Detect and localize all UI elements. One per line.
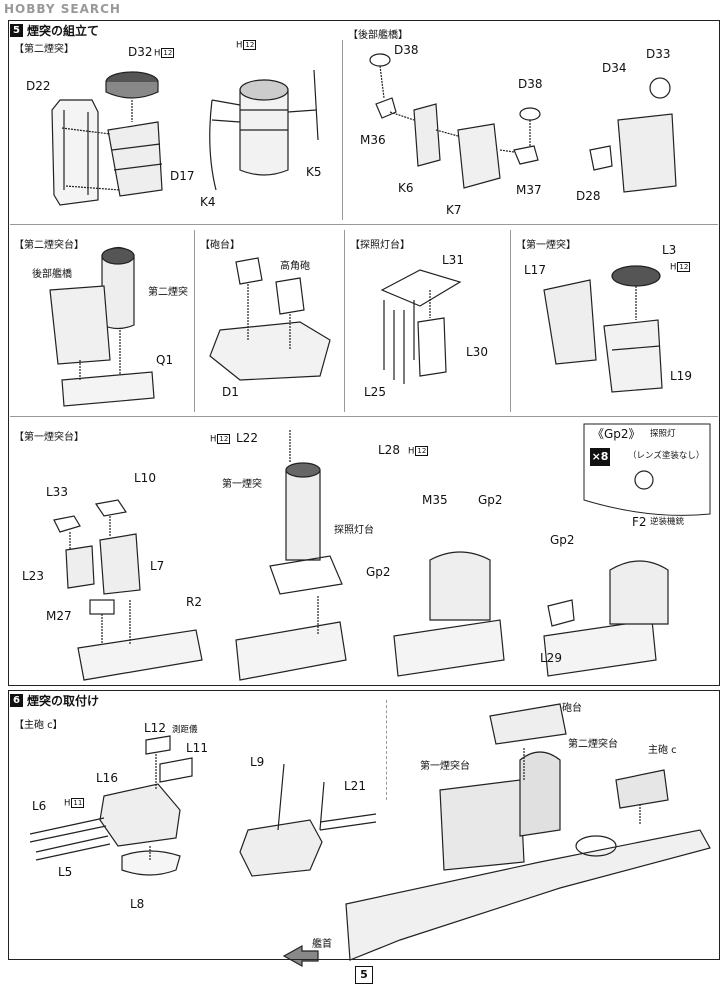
- label-searchlight-platform: 探照灯台: [334, 525, 374, 536]
- label-Gp2: Gp2: [478, 493, 503, 507]
- label-L17: L17: [524, 263, 546, 277]
- section-main-gun-c: 【主砲 c】: [14, 720, 63, 731]
- section-second-funnel-platform: 【第二煙突台】: [14, 240, 84, 251]
- section-searchlight-platform: 【探照灯台】: [350, 240, 410, 251]
- label-D17: D17: [170, 169, 195, 183]
- section-first-funnel: 【第一煙突】: [516, 240, 576, 251]
- label-L21: L21: [344, 779, 366, 793]
- label-L33: L33: [46, 485, 68, 499]
- label-K5: K5: [306, 165, 322, 179]
- label-L8: L8: [130, 897, 145, 911]
- label-main-gun-c: 主砲 c: [648, 745, 677, 756]
- label-L12-note: 測距儀: [172, 725, 198, 735]
- label-D22: D22: [26, 79, 51, 93]
- label-bow: 艦首: [312, 939, 332, 950]
- label-L11: L11: [186, 741, 208, 755]
- divider: [10, 416, 718, 417]
- label-K4: K4: [200, 195, 216, 209]
- callout-title: 《Gp2》: [592, 427, 641, 441]
- callout-note: （レンズ塗装なし）: [628, 451, 705, 461]
- section-gun-platform: 【砲台】: [200, 240, 240, 251]
- label-Gp2: Gp2: [366, 565, 391, 579]
- label-M35: M35: [422, 493, 448, 507]
- label-rear-bridge: 後部艦橋: [32, 269, 72, 280]
- label-D33: D33: [646, 47, 671, 61]
- label-L30: L30: [466, 345, 488, 359]
- step6-title: 煙突の取付け: [27, 694, 100, 708]
- label-D38: D38: [394, 43, 419, 57]
- section-first-funnel-platform: 【第一煙突台】: [14, 432, 84, 443]
- label-M37: M37: [516, 183, 542, 197]
- label-Gp2: Gp2: [550, 533, 575, 547]
- step6-number: 6: [10, 694, 23, 707]
- label-L3: L3: [662, 243, 677, 257]
- watermark: HOBBY SEARCH: [4, 2, 121, 16]
- label-L9: L9: [250, 755, 265, 769]
- label-L19: L19: [670, 369, 692, 383]
- count-badge: ×8: [590, 448, 610, 466]
- label-L7: L7: [150, 559, 165, 573]
- label-F2-note: 逆装機銃: [650, 517, 685, 527]
- label-D34: D34: [602, 61, 627, 75]
- label-L29: L29: [540, 651, 562, 665]
- label-second-funnel: 第二煙突: [148, 287, 188, 298]
- label-first-funnel-platform: 第一煙突台: [420, 761, 470, 772]
- label-first-funnel: 第一煙突: [222, 479, 262, 490]
- step6-frame: [8, 690, 720, 960]
- divider: [342, 40, 343, 220]
- step5-title: 煙突の組立て: [27, 24, 100, 38]
- label-F2: F2: [632, 515, 647, 529]
- label-gun-platform: 砲台: [562, 703, 582, 714]
- label-L16: L16: [96, 771, 118, 785]
- label-L25: L25: [364, 385, 386, 399]
- label-L6: L6: [32, 799, 47, 813]
- label-K7: K7: [446, 203, 462, 217]
- divider: [510, 230, 511, 412]
- label-M36: M36: [360, 133, 386, 147]
- label-L31: L31: [442, 253, 464, 267]
- label-L28: L28: [378, 443, 400, 457]
- page-number: 5: [355, 966, 373, 984]
- label-L5: L5: [58, 865, 73, 879]
- label-Q1: Q1: [156, 353, 174, 367]
- label-second-funnel-platform: 第二煙突台: [568, 739, 618, 750]
- divider: [10, 224, 718, 225]
- label-L23: L23: [22, 569, 44, 583]
- label-M27: M27: [46, 609, 72, 623]
- step5-number: 5: [10, 24, 23, 37]
- label-L10: L10: [134, 471, 156, 485]
- label-D32: D32: [128, 45, 153, 59]
- section-second-funnel: 【第二煙突】: [14, 44, 74, 55]
- label-L12: L12: [144, 721, 166, 735]
- callout-subtitle: 探照灯: [650, 429, 676, 439]
- label-high-angle-gun: 高角砲: [280, 261, 310, 272]
- label-D1: D1: [222, 385, 239, 399]
- step5-header: 5 煙突の組立て: [10, 22, 99, 39]
- step6-header: 6 煙突の取付け: [10, 692, 99, 709]
- divider: [344, 230, 345, 412]
- label-D28: D28: [576, 189, 601, 203]
- label-L22: L22: [236, 431, 258, 445]
- step5-frame: [8, 20, 720, 686]
- label-K6: K6: [398, 181, 414, 195]
- label-R2: R2: [186, 595, 202, 609]
- label-D38: D38: [518, 77, 543, 91]
- divider: [386, 700, 387, 800]
- divider: [194, 230, 195, 412]
- section-rear-bridge: 【後部艦橋】: [348, 30, 408, 41]
